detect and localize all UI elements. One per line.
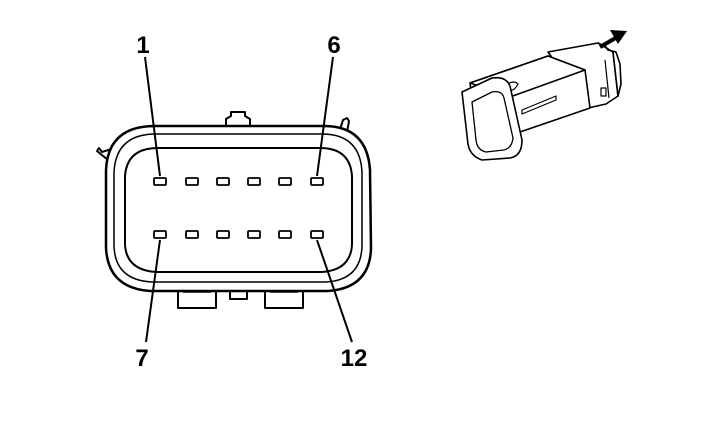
leader-line-pin-12 — [316, 239, 353, 343]
pin-5 — [278, 177, 292, 186]
pin-10 — [247, 230, 261, 239]
iso-rear-cap — [597, 42, 622, 97]
pin-7 — [153, 230, 167, 239]
pin-4 — [247, 177, 261, 186]
top-latch-tab — [225, 111, 251, 127]
pin-2 — [185, 177, 199, 186]
pin-label-7: 7 — [135, 345, 148, 372]
iso-rear-edge — [604, 59, 610, 99]
pin-8 — [185, 230, 199, 239]
pin-label-6: 6 — [327, 32, 340, 59]
leader-line-pin-6 — [316, 56, 334, 177]
pin-1 — [153, 177, 167, 186]
leader-line-pin-7 — [145, 239, 161, 343]
pin-11 — [278, 230, 292, 239]
pin-cavity — [124, 147, 353, 273]
direction-arrow-icon — [598, 30, 627, 49]
iso-rear-latch — [600, 87, 607, 97]
pin-6 — [310, 177, 324, 186]
housing-rim — [113, 133, 363, 283]
housing-outer — [104, 124, 373, 293]
pin-row-bottom — [153, 230, 324, 239]
iso-side-ridge — [521, 95, 557, 115]
pin-3 — [216, 177, 230, 186]
pin-9 — [216, 230, 230, 239]
pin-label-12: 12 — [341, 345, 368, 372]
connector-face-view — [96, 56, 373, 343]
pin-12 — [310, 230, 324, 239]
connector-isometric-view — [461, 42, 622, 161]
leader-line-pin-1 — [144, 56, 161, 177]
pin-label-1: 1 — [136, 32, 149, 59]
iso-front-face-inner — [471, 90, 514, 153]
pin-row-top — [153, 177, 324, 186]
